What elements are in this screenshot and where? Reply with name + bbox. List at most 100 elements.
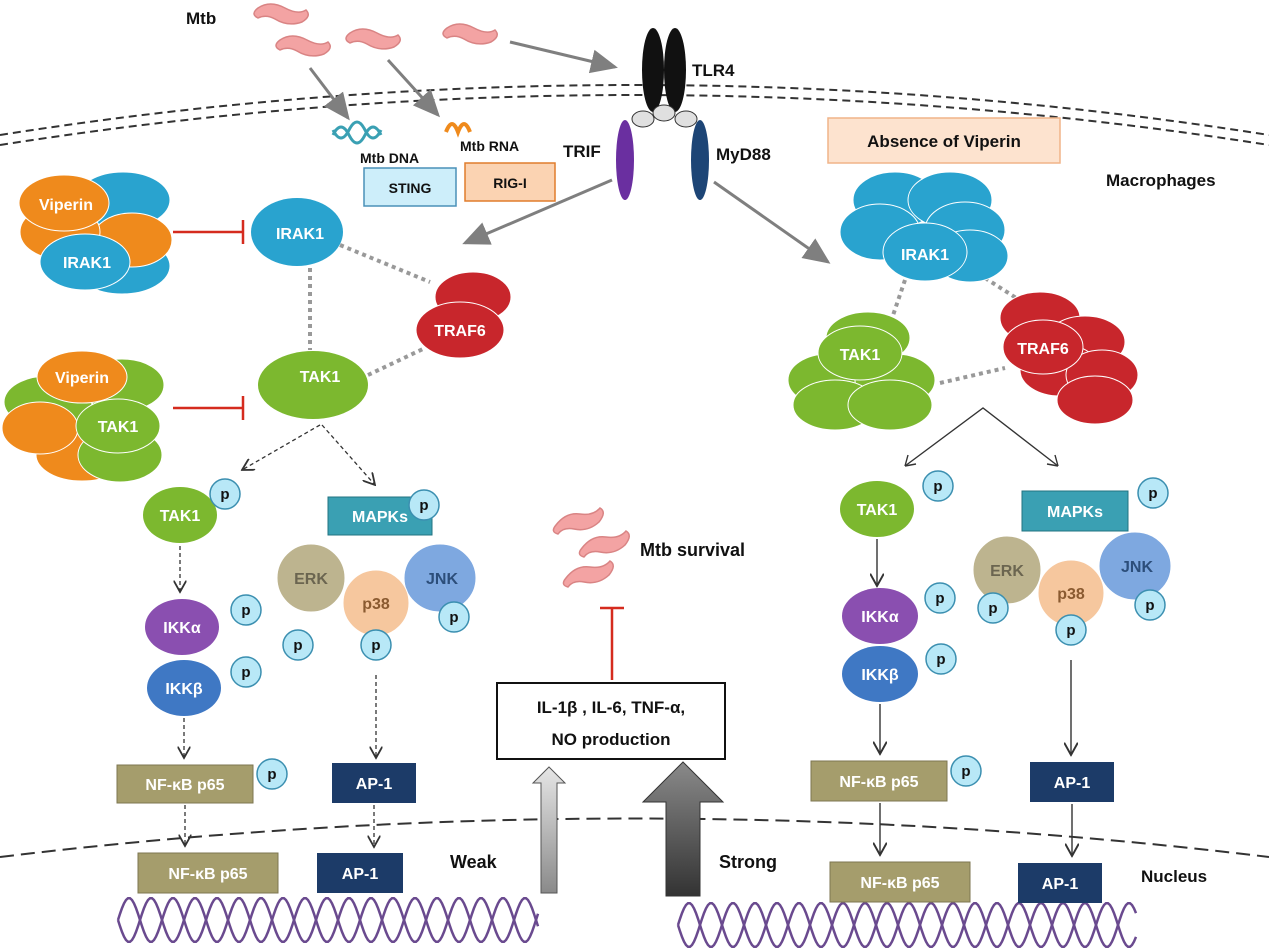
arrow-to-left-pathway <box>462 178 613 245</box>
nfkb-label-right: NF-κB p65 <box>839 774 918 791</box>
arrow-mtb-to-rna <box>386 58 441 118</box>
phospho-label: p <box>419 497 428 514</box>
ap1-nuclear-label-left: AP-1 <box>342 866 379 883</box>
tlr4-label: TLR4 <box>692 61 735 80</box>
trif-label: TRIF <box>563 142 601 161</box>
absence-of-viperin-box <box>827 117 1061 164</box>
irak1-cluster-right <box>839 171 1009 283</box>
ikka-node-left <box>145 599 219 655</box>
traf6-label-left: TRAF6 <box>434 323 486 340</box>
trif-adaptor <box>616 120 634 200</box>
ikkb-label-right: IKKβ <box>861 667 899 684</box>
ikka-label-left: IKKα <box>163 620 201 637</box>
inhibit-tak1 <box>173 396 245 420</box>
tak1-label-left: TAK1 <box>300 369 341 386</box>
phospho-label: p <box>1066 622 1075 639</box>
p38-label-left: p38 <box>362 596 390 613</box>
tak1-phospho-node-right <box>840 481 914 537</box>
erk-label-right: ERK <box>990 563 1024 580</box>
mapks-label-right: MAPKs <box>1047 504 1103 521</box>
viperin-tak1-complex <box>1 350 165 483</box>
irak1-label-left: IRAK1 <box>276 226 324 243</box>
link-irak1-tak1-right <box>886 279 907 331</box>
p38-label-right: p38 <box>1057 586 1085 603</box>
inhibit-irak1 <box>173 220 245 244</box>
phospho-marker: p <box>282 629 314 661</box>
erk-node-left <box>276 543 346 613</box>
irak1-label-complex: IRAK1 <box>63 255 111 272</box>
absence-of-viperin-label: Absence of Viperin <box>867 132 1021 151</box>
mapks-box-right <box>1021 490 1129 532</box>
rig-i-box <box>464 162 556 202</box>
ap1-nuclear-label-right: AP-1 <box>1042 876 1079 893</box>
mtb-bacteria-extracellular <box>253 3 498 57</box>
arrow-split-right <box>904 407 1059 467</box>
phospho-label: p <box>293 637 302 654</box>
strong-label: Strong <box>719 852 777 872</box>
ap1-label-left: AP-1 <box>356 776 393 793</box>
phospho-marker: p <box>925 643 957 675</box>
ikkb-node-left <box>147 660 221 716</box>
nfkb-box-right <box>810 760 948 802</box>
link-tak1-traf6-left <box>367 346 426 377</box>
tak1-node-left <box>258 351 368 419</box>
phospho-marker: p <box>924 582 956 614</box>
ap1-box-left <box>332 763 416 803</box>
phospho-label: p <box>267 766 276 783</box>
tlr4-receptor <box>631 28 698 128</box>
mtb-dna-icon <box>331 120 383 145</box>
cytokine-line-1: IL-1β , IL-6, TNF-α, <box>537 698 685 717</box>
traf6-node-left <box>415 271 512 359</box>
dna-helix-right <box>676 901 1138 949</box>
mtb-rna-icon <box>444 122 472 138</box>
irak1-node-left <box>251 198 343 266</box>
nucleus-label: Nucleus <box>1141 867 1207 886</box>
mtb-dna-label: Mtb DNA <box>360 150 419 166</box>
strong-response-arrow <box>641 761 725 897</box>
ap1-label-right: AP-1 <box>1054 775 1091 792</box>
ikka-node-right <box>842 588 918 644</box>
link-tak1-traf6-right <box>939 366 1006 385</box>
phospho-marker: p <box>1134 589 1166 621</box>
viperin-label-1: Viperin <box>39 197 93 214</box>
rig-i-label: RIG-I <box>493 175 526 191</box>
phospho-marker: p <box>1137 477 1169 509</box>
traf6-label-right: TRAF6 <box>1017 341 1069 358</box>
ikkb-label-left: IKKβ <box>165 681 203 698</box>
tak1-phospho-label-left: TAK1 <box>160 508 201 525</box>
cytokine-box <box>496 682 726 760</box>
nfkb-nuclear-box-left <box>137 852 279 894</box>
phospho-label: p <box>935 590 944 607</box>
dna-helix-left <box>116 896 540 944</box>
ikka-label-right: IKKα <box>861 609 899 626</box>
cytokine-line-2: NO production <box>552 730 671 749</box>
mtb-rna-label: Mtb RNA <box>460 138 519 154</box>
myd88-label: MyD88 <box>716 145 771 164</box>
ap1-nuclear-box-left <box>317 853 403 893</box>
nfkb-nuclear-box-right <box>829 861 971 903</box>
mapks-label-left: MAPKs <box>352 509 408 526</box>
tak1-label-right: TAK1 <box>840 347 881 364</box>
ap1-box-right <box>1030 762 1114 802</box>
mtb-bacteria-intracellular <box>552 507 630 588</box>
arrow-mtb-to-tlr4 <box>509 40 618 74</box>
nfkb-nuclear-label-left: NF-κB p65 <box>168 866 247 883</box>
nfkb-box-left <box>116 764 254 804</box>
phospho-marker: p <box>209 478 241 510</box>
arrow-to-right-pathway <box>713 180 831 264</box>
plasma-membrane <box>0 84 1269 146</box>
phospho-marker: p <box>230 594 262 626</box>
inhibit-mtb-survival <box>600 606 624 680</box>
weak-label: Weak <box>450 852 498 872</box>
phospho-label: p <box>220 486 229 503</box>
tak1-cluster-right <box>787 311 936 431</box>
phospho-marker: p <box>408 489 440 521</box>
irak1-label-right: IRAK1 <box>901 247 949 264</box>
phospho-marker: p <box>1055 614 1087 646</box>
jnk-node-right <box>1098 531 1172 601</box>
phospho-marker: p <box>438 601 470 633</box>
arrowhead-left-right <box>904 454 917 467</box>
link-irak1-traf6-left <box>339 243 431 284</box>
